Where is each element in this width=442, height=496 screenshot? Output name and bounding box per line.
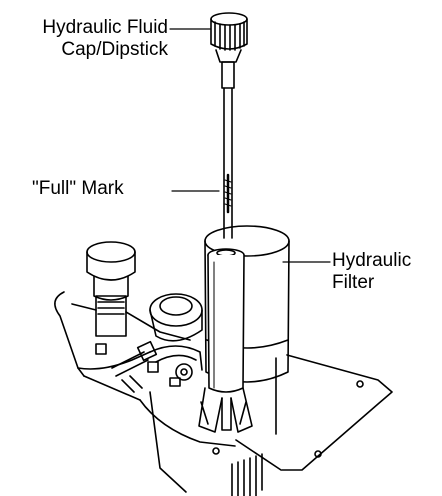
bracket-loop (149, 293, 203, 342)
label-hydraulic-fluid-cap: Hydraulic Fluid Cap/Dipstick (8, 17, 168, 61)
label-filter-line1: Hydraulic (332, 250, 412, 271)
fitting-nut (175, 363, 193, 381)
dipstick-rod (223, 87, 233, 239)
label-full-mark: "Full" Mark (32, 178, 124, 200)
label-cap-line2: Cap/Dipstick (61, 39, 168, 60)
label-filter-line2: Filter (332, 272, 375, 293)
fittings (111, 340, 203, 393)
label-cap-line1: Hydraulic Fluid (42, 17, 168, 38)
valve-body (54, 291, 191, 401)
fill-tube (198, 248, 253, 433)
bolt-left (212, 447, 220, 455)
dipstick-cap-knob (210, 12, 248, 89)
label-full-mark-text: "Full" Mark (32, 178, 124, 199)
bolt-right (356, 380, 364, 388)
pump-housing (139, 354, 393, 496)
bolt-bottom (314, 450, 322, 458)
label-hydraulic-filter: Hydraulic Filter (332, 250, 411, 294)
leader-lines (169, 28, 331, 263)
left-cap (86, 241, 136, 337)
